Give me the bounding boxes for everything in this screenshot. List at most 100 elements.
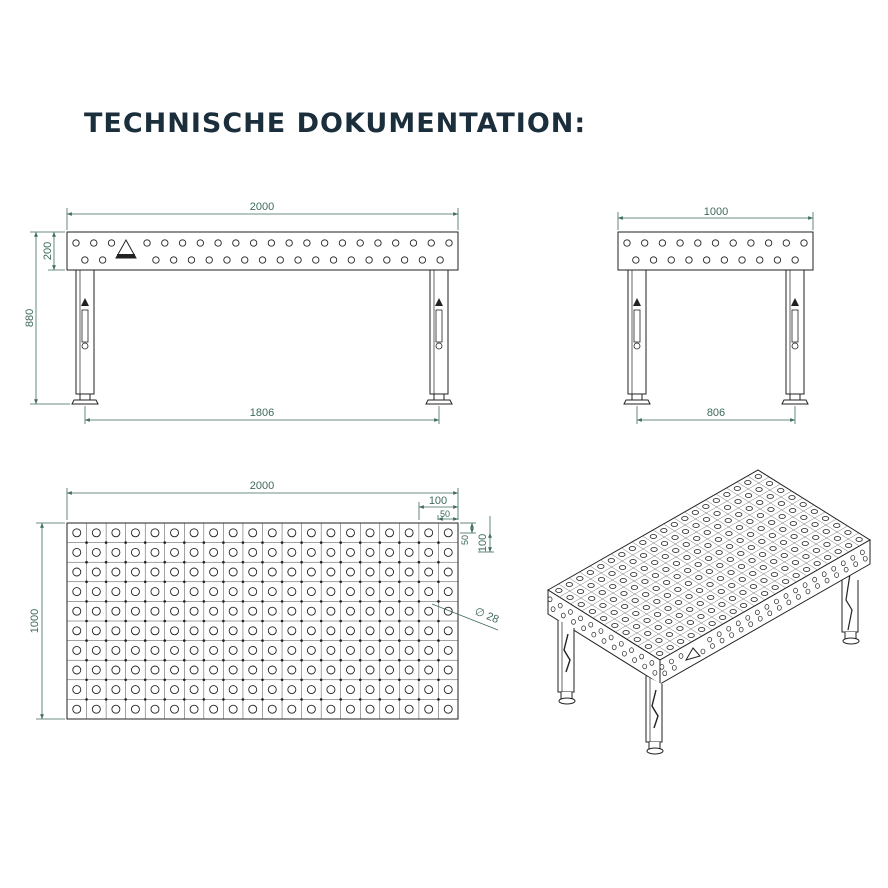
grid-dot	[378, 658, 382, 662]
side-leg-left	[623, 269, 651, 405]
grid-hole	[130, 606, 140, 616]
iso-hole	[779, 540, 788, 545]
iso-hole	[801, 541, 809, 546]
iso-hole	[631, 598, 639, 603]
iso-hole	[707, 595, 715, 600]
hole	[178, 239, 187, 247]
hole	[276, 256, 284, 264]
iso-hole	[588, 596, 596, 601]
grid-hole	[228, 685, 238, 695]
grid-hole	[248, 587, 258, 597]
grid-dot	[358, 698, 362, 701]
iso-hole	[683, 555, 691, 560]
grid-dot	[280, 698, 284, 701]
iso-hole	[800, 515, 808, 520]
grid-dot	[202, 541, 206, 544]
grid-dot	[398, 560, 401, 564]
hole	[143, 239, 151, 247]
hole	[623, 239, 631, 247]
grid-dot	[183, 600, 186, 603]
grid-hole	[111, 645, 121, 655]
grid-dot	[300, 658, 303, 662]
grid-dot	[124, 541, 127, 544]
grid-dot	[124, 639, 127, 642]
grid-dot	[339, 639, 343, 642]
grid-hole	[209, 606, 219, 616]
grid-dot	[280, 541, 284, 544]
iso-hole	[620, 591, 628, 596]
hole	[800, 239, 808, 247]
grid-hole	[209, 587, 219, 597]
iso-hole	[822, 529, 830, 534]
hole	[294, 256, 302, 264]
grid-hole	[306, 606, 316, 616]
grid-hole	[189, 665, 199, 675]
iso-hole	[789, 508, 797, 513]
grid-dot	[124, 678, 127, 682]
iso-hole	[767, 507, 775, 512]
hole	[703, 256, 711, 264]
iso-hole	[771, 585, 779, 590]
iso-hole	[672, 548, 680, 553]
grid-hole	[424, 626, 434, 636]
top-grid	[67, 523, 458, 719]
hole	[98, 256, 107, 264]
grid-hole	[385, 645, 395, 655]
iso-hole	[757, 526, 765, 531]
iso-hole	[641, 579, 649, 584]
dim-top-pitch-label: 100	[429, 495, 447, 507]
grid-hole	[189, 704, 199, 714]
grid-hole	[111, 626, 121, 636]
grid-hole	[111, 528, 121, 538]
iso-hole	[723, 505, 732, 510]
hole	[241, 256, 249, 264]
hole	[232, 239, 240, 247]
iso-hole	[664, 606, 672, 611]
grid-hole	[346, 587, 355, 597]
iso-hole	[608, 571, 616, 576]
grid-hole	[287, 547, 297, 557]
grid-dot	[378, 678, 382, 682]
grid-dot	[143, 580, 147, 584]
hole	[400, 256, 409, 264]
iso-hole	[665, 619, 673, 624]
grid-hole	[287, 528, 297, 538]
hole	[374, 239, 382, 247]
grid-dot	[300, 560, 303, 564]
grid-dot	[437, 639, 440, 642]
iso-hole	[791, 547, 799, 552]
grid-hole	[111, 606, 121, 616]
grid-hole	[209, 567, 219, 577]
iso-hole	[723, 492, 731, 497]
grid-hole	[189, 606, 199, 616]
grid-hole	[306, 587, 316, 597]
grid-dot	[85, 580, 88, 584]
grid-hole	[72, 567, 82, 577]
iso-hole	[803, 567, 811, 572]
grid-hole	[385, 567, 395, 577]
grid-hole	[130, 528, 140, 538]
grid-hole	[150, 606, 160, 616]
grid-hole	[306, 567, 316, 577]
grid-hole	[424, 645, 434, 655]
grid-hole	[91, 606, 101, 616]
grid-hole	[72, 547, 82, 557]
grid-dot	[398, 678, 401, 682]
dim-top-width: 1000	[29, 522, 65, 720]
grid-hole	[91, 528, 101, 538]
grid-hole	[365, 645, 375, 655]
iso-hole	[693, 536, 701, 541]
grid-hole	[267, 567, 277, 577]
grid-hole	[72, 528, 82, 538]
iso-hole	[800, 528, 809, 533]
grid-hole	[130, 704, 140, 714]
iso-hole	[747, 545, 755, 550]
grid-dot	[143, 560, 147, 564]
grid-dot	[261, 658, 264, 662]
grid-hole	[326, 528, 336, 538]
iso-hole	[682, 542, 690, 547]
grid-hole	[365, 626, 375, 636]
iso-hole	[692, 523, 700, 528]
iso-hole	[739, 590, 747, 595]
iso-hole	[777, 488, 785, 493]
